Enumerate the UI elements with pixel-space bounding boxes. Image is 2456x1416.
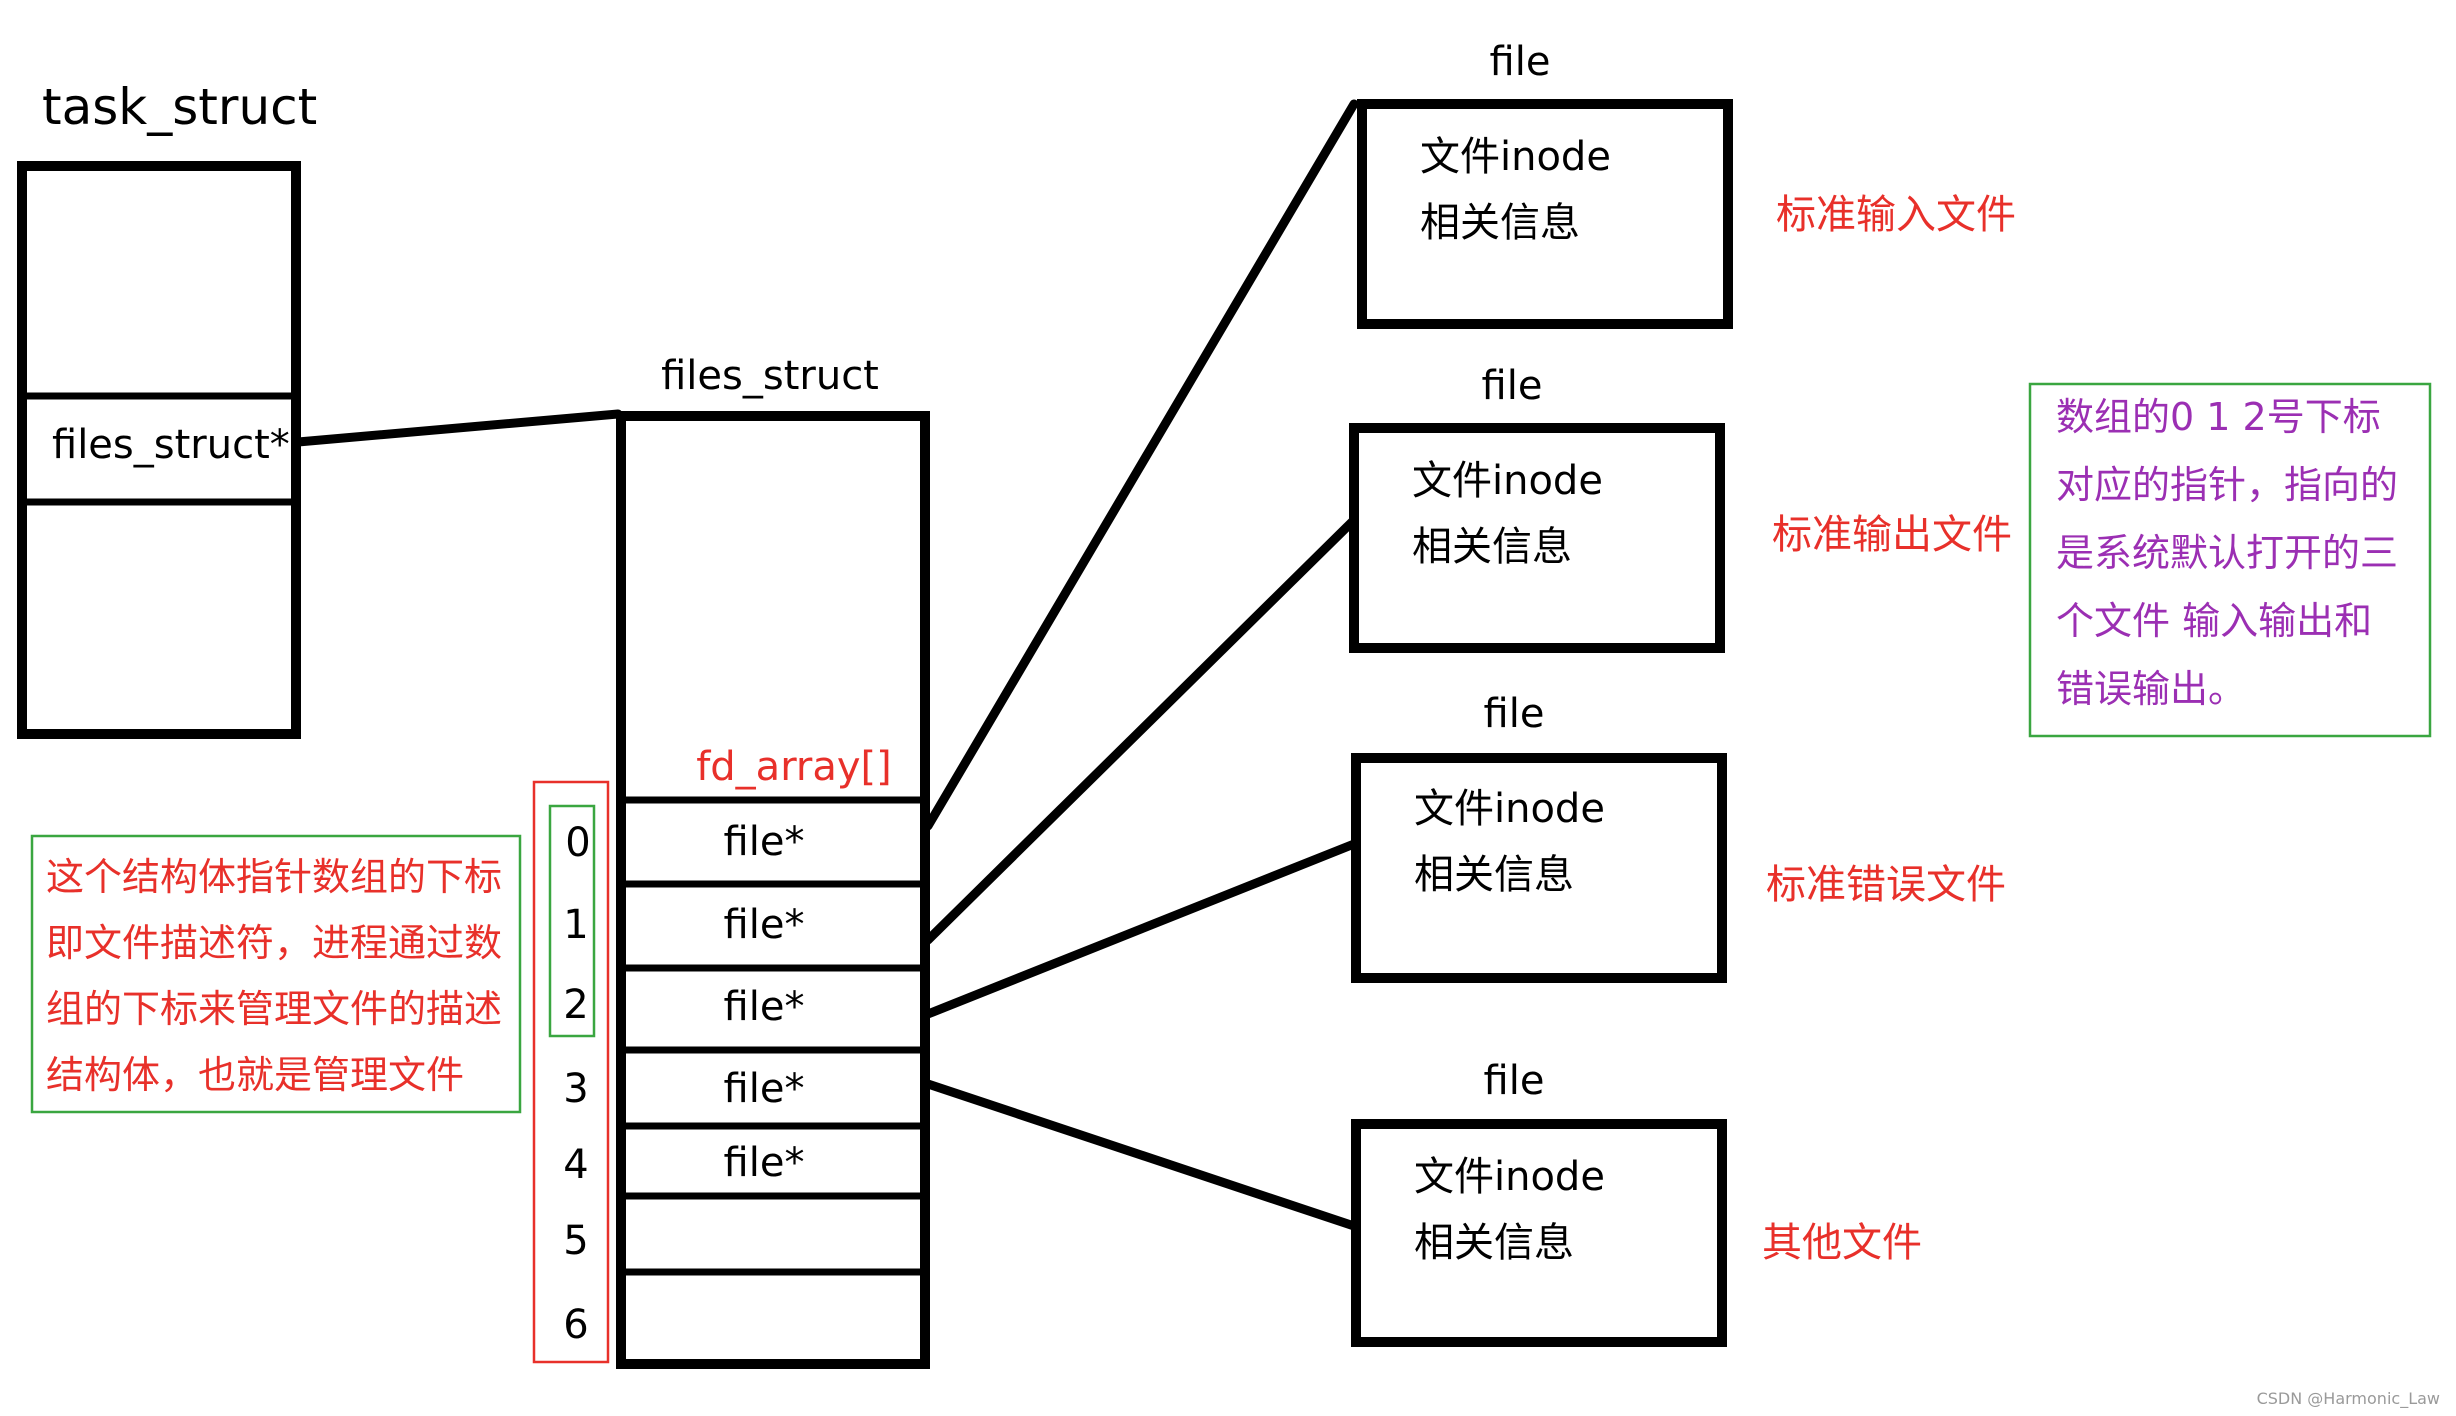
file-info-label: 相关信息: [1414, 852, 1574, 898]
left-note-line: 这个结构体指针数组的下标: [46, 855, 502, 899]
fd-entry-4: file*: [724, 1140, 805, 1186]
fd-index-0: 0: [565, 820, 590, 866]
fd-index-5: 5: [563, 1218, 588, 1264]
right-note-line: 是系统默认打开的三: [2056, 531, 2398, 575]
right-note-line: 对应的指针，指向的: [2056, 463, 2398, 507]
file-title: file: [1482, 363, 1543, 409]
fd-entry-3: file*: [724, 1066, 805, 1112]
left-note-line: 即文件描述符，进程通过数: [46, 921, 502, 965]
fd-index-red-box: [532, 780, 610, 1364]
fd-index-6: 6: [563, 1302, 588, 1348]
fd2-to-file-line: [923, 839, 1359, 1019]
files-struct-box: [616, 411, 930, 1369]
file-desc: 标准输入文件: [1776, 192, 2016, 238]
file-info-label: 相关信息: [1412, 524, 1572, 570]
fd-index-2: 2: [563, 982, 588, 1028]
task-struct-field-files: files_struct*: [52, 422, 290, 468]
fd-index-4: 4: [563, 1142, 588, 1188]
task-struct-block: task_struct files_struct*: [17, 78, 317, 739]
file-box: [1357, 99, 1733, 329]
left-note-box: [30, 834, 522, 1114]
file-desc: 标准输出文件: [1772, 512, 2012, 558]
file-stderr: file 文件inode 相关信息 标准错误文件: [1351, 691, 2006, 983]
file-box: [1349, 423, 1725, 653]
fd-index-1: 1: [563, 902, 588, 948]
file-inode-label: 文件inode: [1414, 1154, 1605, 1200]
right-note: 数组的0 1 2号下标 对应的指针，指向的 是系统默认打开的三 个文件 输入输出…: [2028, 382, 2432, 738]
task-struct-box: [17, 161, 301, 739]
fd-index-std-green-box: [548, 804, 596, 1038]
right-note-line: 错误输出。: [2056, 667, 2246, 711]
task-struct-title: task_struct: [42, 78, 317, 136]
file-stdout: file 文件inode 相关信息 标准输出文件: [1349, 363, 2012, 653]
fd-entry-1: file*: [724, 902, 805, 948]
file-desc: 其他文件: [1762, 1220, 1922, 1266]
file-info-label: 相关信息: [1420, 200, 1580, 246]
file-stdin: file 文件inode 相关信息 标准输入文件: [1357, 39, 2016, 329]
fd-entry-0: file*: [724, 819, 805, 865]
files-struct-block: files_struct fd_array[] file* file* file…: [616, 353, 930, 1369]
file-title: file: [1484, 1058, 1545, 1104]
file-inode-label: 文件inode: [1412, 458, 1603, 504]
left-note-line: 组的下标来管理文件的描述: [46, 987, 502, 1031]
file-inode-label: 文件inode: [1414, 786, 1605, 832]
watermark-text: CSDN @Harmonic_Law: [2257, 1389, 2440, 1409]
left-note: 这个结构体指针数组的下标 即文件描述符，进程通过数 组的下标来管理文件的描述 结…: [30, 834, 522, 1114]
right-note-line: 数组的0 1 2号下标: [2056, 395, 2381, 439]
file-box: [1351, 1119, 1727, 1347]
fd-array-label: fd_array[]: [696, 744, 892, 790]
file-inode-label: 文件inode: [1420, 134, 1611, 180]
file-info-label: 相关信息: [1414, 1220, 1574, 1266]
fd-entry-2: file*: [724, 984, 805, 1030]
fd-index-column: 0 1 2 3 4 5 6: [532, 780, 610, 1364]
fd1-to-file-line: [923, 515, 1359, 945]
left-note-line: 结构体，也就是管理文件: [46, 1053, 464, 1097]
files-struct-title: files_struct: [661, 353, 879, 399]
fd3-to-file-line: [923, 1079, 1359, 1231]
file-box: [1351, 753, 1727, 983]
file-other: file 文件inode 相关信息 其他文件: [1351, 1058, 1922, 1347]
right-note-line: 个文件 输入输出和: [2056, 599, 2372, 643]
files-struct-pointer-line: [293, 409, 623, 447]
file-title: file: [1484, 691, 1545, 737]
file-title: file: [1490, 39, 1551, 85]
file-desc: 标准错误文件: [1766, 862, 2006, 908]
fd0-to-file-line: [923, 99, 1359, 831]
fd-index-3: 3: [563, 1066, 588, 1112]
right-note-box: [2028, 382, 2432, 738]
